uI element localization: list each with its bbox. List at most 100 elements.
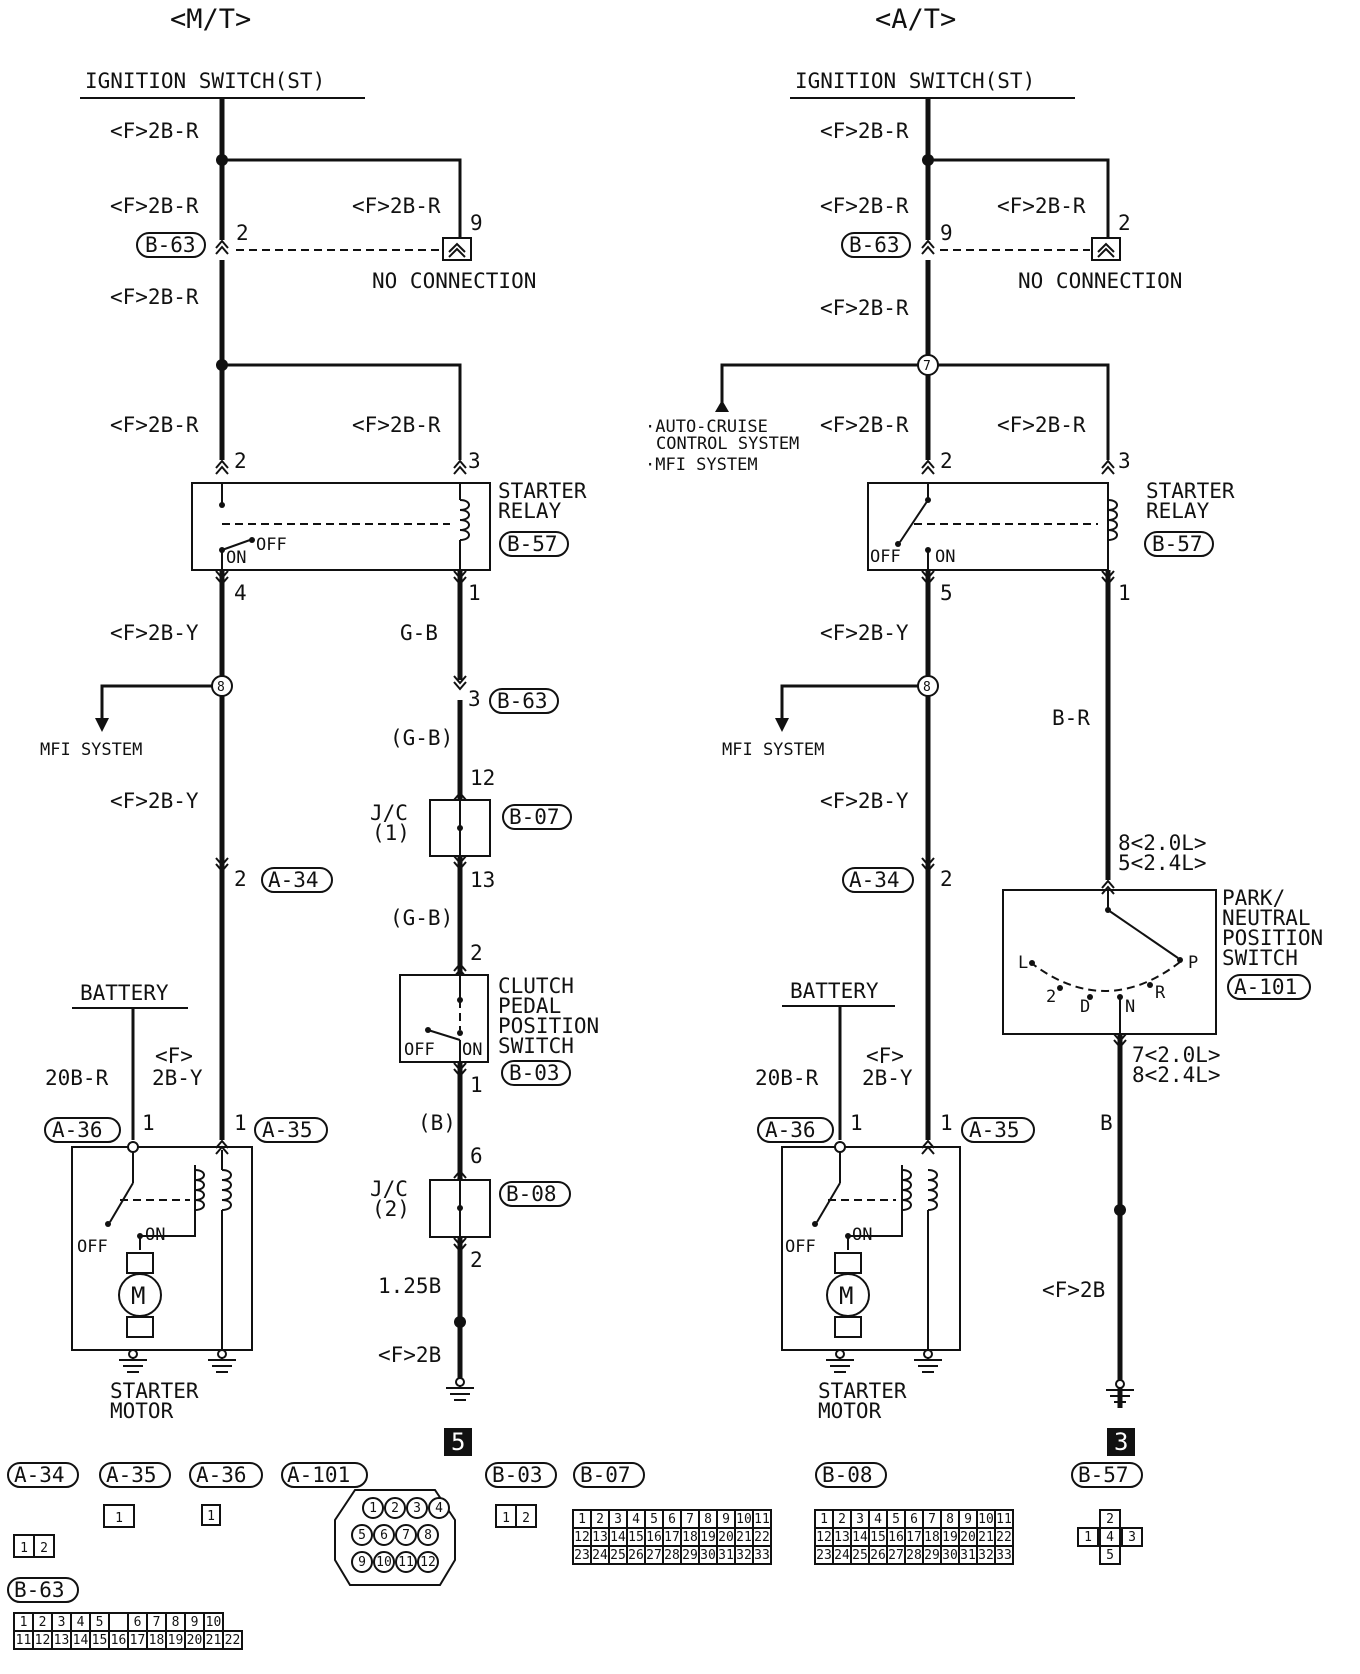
b07-pin: 23 [574, 1548, 590, 1563]
b07-pin: 8 [704, 1512, 712, 1527]
a101-pin: 6 [380, 1528, 388, 1543]
at-no-connection-terminal [1091, 237, 1121, 261]
b63-pin: 1 [20, 1615, 28, 1630]
a35-pin: 1 [115, 1511, 123, 1526]
b63-pin: 21 [206, 1633, 222, 1648]
connector-label: A-34 [849, 868, 900, 892]
mt-connector-b07 [502, 804, 572, 830]
mt-starter-motor [71, 1146, 253, 1351]
at-pnp-label: NEUTRAL [1222, 906, 1311, 930]
b07-pin: 16 [646, 1530, 662, 1545]
mt-wire-label: <F>2B-Y [110, 621, 199, 645]
at-wire-label: <F>2B-R [997, 413, 1086, 437]
pin-number: 4 [234, 581, 247, 605]
b63-pin: 6 [134, 1615, 142, 1630]
legend-label: A-34 [14, 1463, 65, 1487]
mt-wire-label: (G-B) [390, 906, 453, 930]
a101-pin-cell [406, 1497, 428, 1519]
b07-cell [752, 1545, 772, 1565]
at-pnp-label: PARK/ [1222, 886, 1285, 910]
at-wire-label: <F> [866, 1044, 904, 1068]
at-no-connection-label: NO CONNECTION [1018, 269, 1182, 293]
pin-number: 2 [1118, 211, 1131, 235]
b57-pin: 5 [1106, 1548, 1114, 1563]
at-wire-label: <F>2B-Y [820, 789, 909, 813]
pin-number: 2 [234, 449, 247, 473]
ground-icon [913, 1349, 943, 1373]
switch-state: ON [145, 1225, 165, 1245]
at-mfi-label: MFI SYSTEM [722, 740, 824, 760]
pin-number: 5<2.4L> [1118, 851, 1207, 875]
b08-pin: 10 [978, 1512, 994, 1527]
at-connector-a101 [1227, 974, 1311, 1000]
b63-cell [108, 1612, 129, 1632]
b07-pin: 1 [578, 1512, 586, 1527]
b07-pin: 10 [736, 1512, 752, 1527]
b07-pin: 9 [722, 1512, 730, 1527]
at-battery-label: BATTERY [790, 979, 879, 1003]
a35-cell [103, 1504, 135, 1528]
b08-pin: 3 [856, 1512, 864, 1527]
mt-wire-label: G-B [400, 621, 438, 645]
at-pnp-label: POSITION [1222, 926, 1323, 950]
at-starter-relay [867, 482, 1109, 571]
pin-number: 9 [470, 211, 483, 235]
b08-pin: 26 [870, 1548, 886, 1563]
a101-pin: 3 [413, 1501, 421, 1516]
at-cruise-label: CONTROL SYSTEM [656, 434, 799, 454]
at-section: <A/T> IGNITION SWITCH(ST) <F>2B-R <F>2B-… [645, 4, 1323, 1456]
mt-connector-b63 [136, 232, 206, 258]
b07-pin: 12 [574, 1530, 590, 1545]
b08-pin: 23 [816, 1548, 832, 1563]
mt-connector-b08 [499, 1181, 571, 1207]
b03-pin: 2 [522, 1511, 530, 1526]
mt-wire-label: 20B-R [45, 1066, 109, 1090]
mt-wire-label: 1.25B [378, 1274, 441, 1298]
b08-pin: 1 [820, 1512, 828, 1527]
pin-number: 2 [940, 449, 953, 473]
pin-number: 12 [470, 766, 495, 790]
b08-pin: 25 [852, 1548, 868, 1563]
at-connector-a35 [961, 1117, 1035, 1143]
a101-pin: 2 [391, 1501, 399, 1516]
b63-pin: 5 [96, 1615, 104, 1630]
connector-label: B-08 [506, 1182, 557, 1206]
a101-pin-cell [351, 1524, 373, 1546]
mt-motor-label: MOTOR [110, 1399, 174, 1423]
mt-clutch-label: CLUTCH [498, 974, 574, 998]
b08-pin: 11 [996, 1512, 1012, 1527]
at-wire-label: <F>2B-R [997, 194, 1086, 218]
at-wire-label: <F>2B-R [820, 119, 909, 143]
b08-pin: 19 [942, 1530, 958, 1545]
at-connector-a36 [757, 1117, 834, 1143]
b08-pin: 8 [946, 1512, 954, 1527]
mt-connector-b03 [501, 1060, 571, 1086]
a101-pin-cell [373, 1524, 395, 1546]
switch-state: ON [462, 1040, 482, 1060]
pin-number: 3 [468, 687, 481, 711]
pin-number: 1 [850, 1111, 863, 1135]
ground-icon [445, 1377, 475, 1401]
a101-pin: 1 [369, 1501, 377, 1516]
b63-pin: 8 [172, 1615, 180, 1630]
gear-position: N [1125, 997, 1135, 1017]
at-wire-label: <F>2B-R [820, 413, 909, 437]
a101-pin-cell [428, 1497, 450, 1519]
at-connector-b63 [841, 232, 911, 258]
b07-pin: 21 [736, 1530, 752, 1545]
connector-label: B-07 [509, 805, 560, 829]
at-wire-label: <F>2B-R [820, 194, 909, 218]
at-wire-label: <F>2B-Y [820, 621, 909, 645]
b07-pin: 24 [592, 1548, 608, 1563]
a101-pin-cell [395, 1524, 417, 1546]
gear-position: P [1188, 953, 1198, 973]
mt-starter-relay [191, 482, 491, 571]
ground-point-number: 3 [1114, 1428, 1128, 1456]
a101-pin-cell [417, 1551, 439, 1573]
b08-pin: 13 [834, 1530, 850, 1545]
mt-wire-label: 2B-Y [152, 1066, 203, 1090]
mt-wire-label: <F>2B-R [352, 194, 441, 218]
b63-pin: 17 [130, 1633, 146, 1648]
at-connector-b57 [1144, 531, 1214, 557]
b03-pin: 1 [502, 1511, 510, 1526]
